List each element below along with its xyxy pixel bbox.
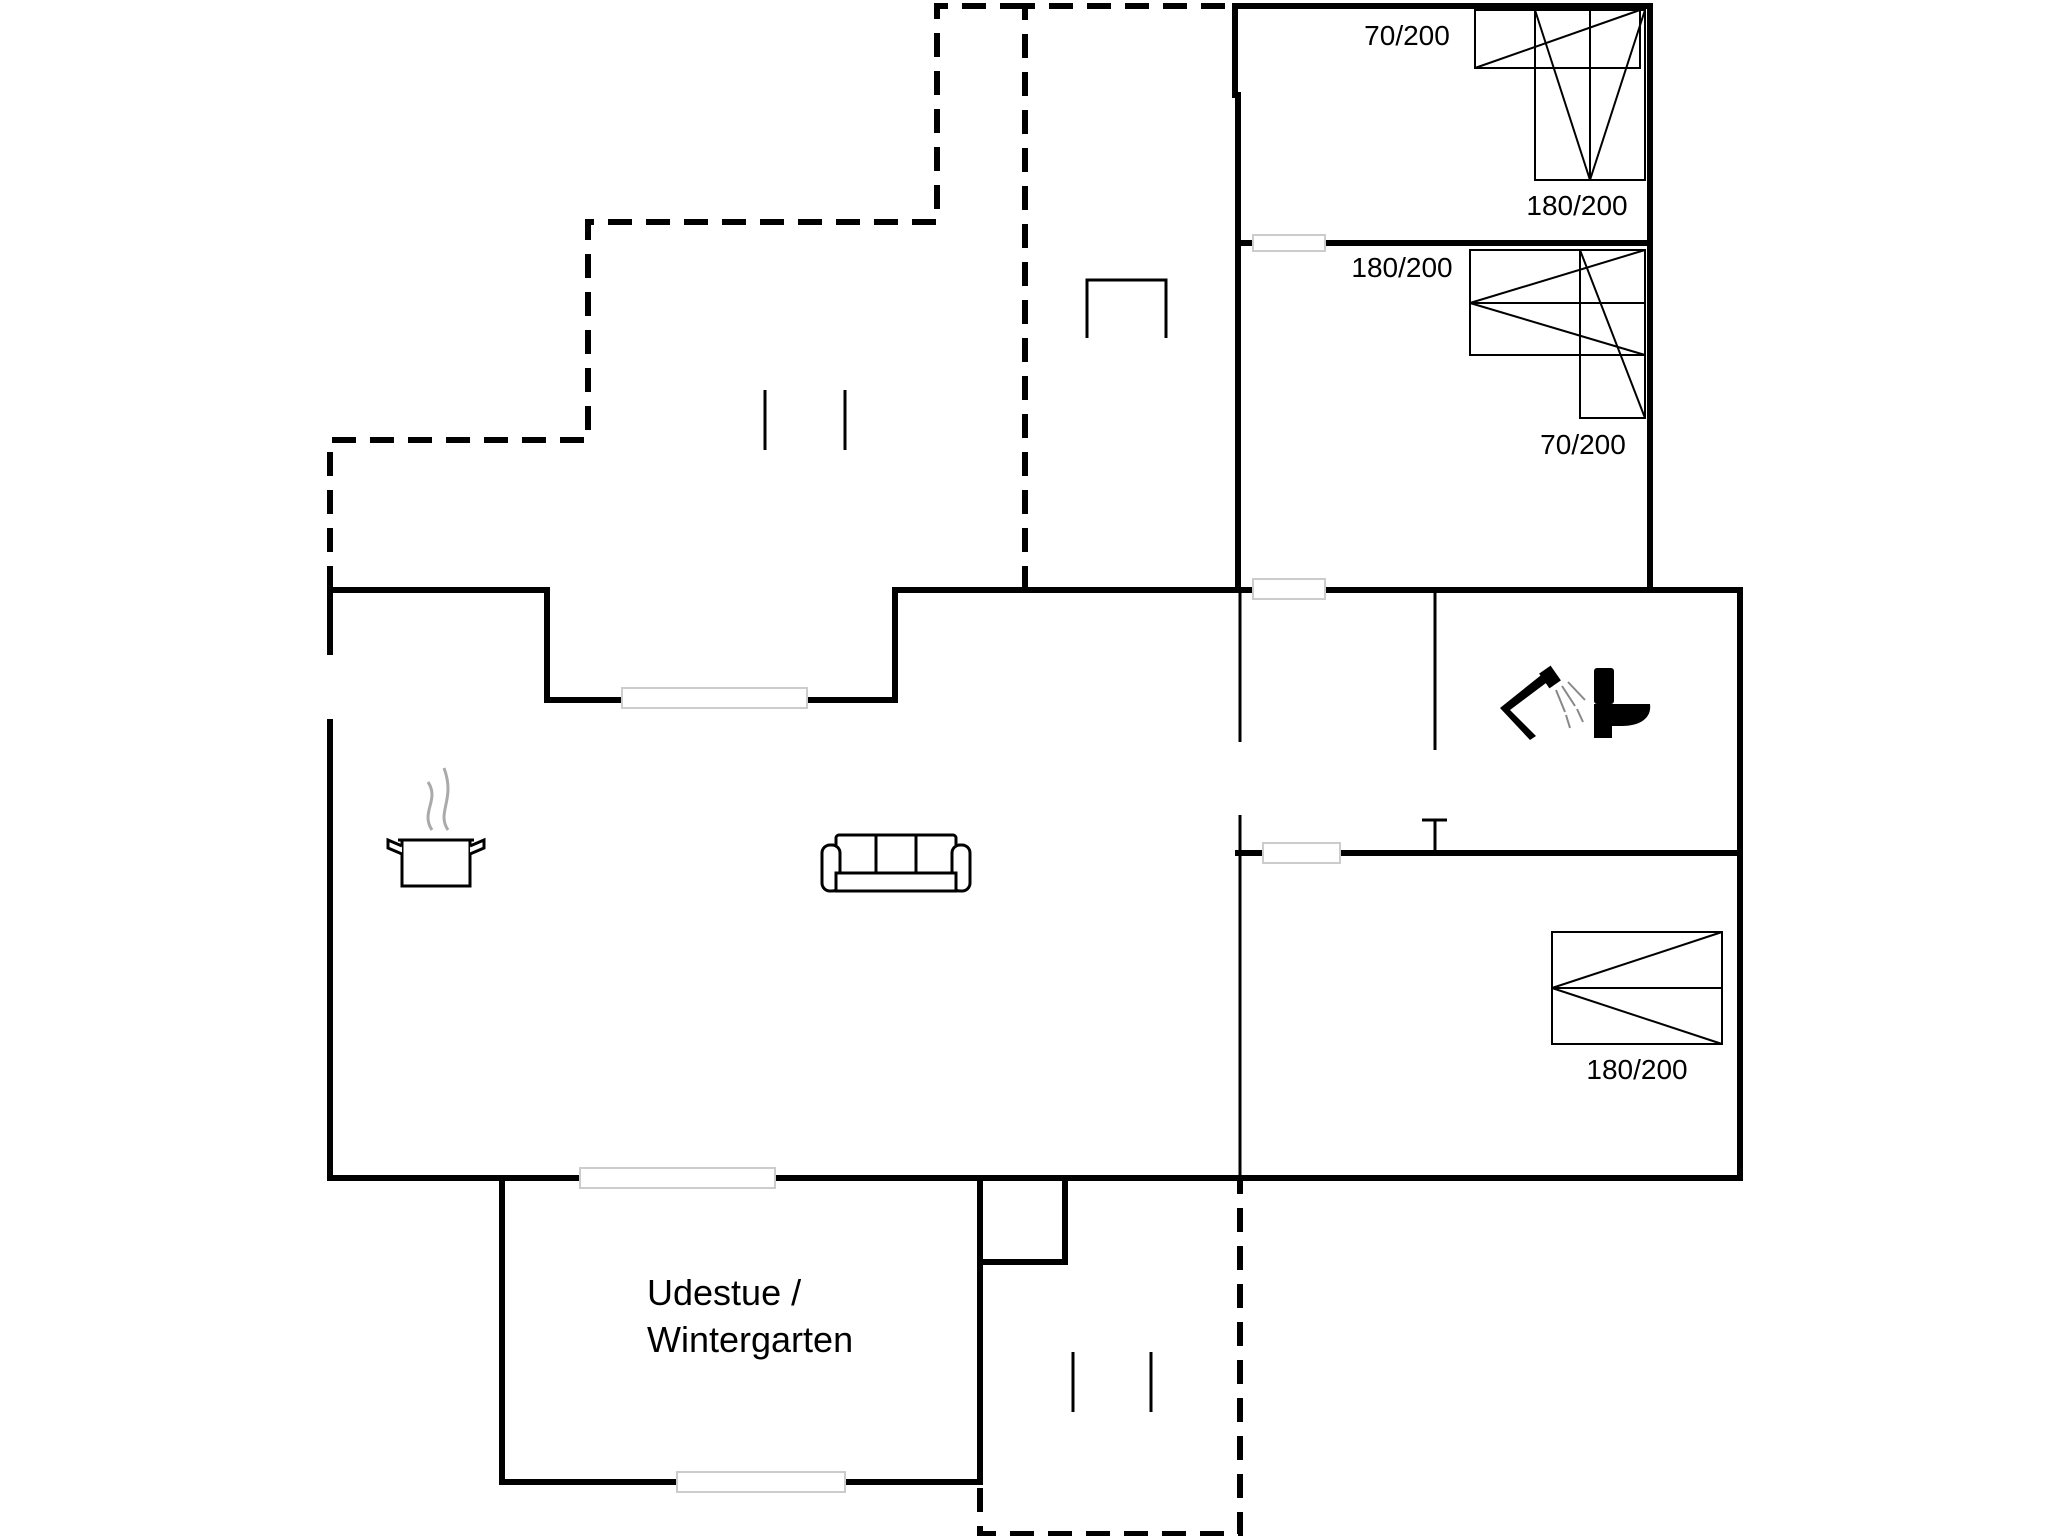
interior-walls bbox=[1235, 92, 1743, 1178]
conservatory-walls bbox=[499, 1175, 1068, 1485]
cooking-pot-icon bbox=[386, 767, 486, 888]
bed-double-1 bbox=[1534, 9, 1646, 181]
windows bbox=[579, 234, 1341, 1493]
bed-single-1 bbox=[1474, 9, 1641, 69]
bed-label-single-1: 70/200 bbox=[1364, 20, 1450, 51]
terrace-outline-north bbox=[327, 3, 1235, 590]
bed-label-double-1: 180/200 bbox=[1526, 190, 1627, 221]
terrace-fixtures bbox=[763, 278, 1168, 1412]
bed-double-3 bbox=[1551, 931, 1723, 1045]
terrace-outline-south bbox=[977, 1178, 1243, 1536]
bed-label-double-2: 180/200 bbox=[1351, 252, 1452, 283]
sofa-icon bbox=[820, 833, 972, 893]
bed-label-double-3: 180/200 bbox=[1586, 1054, 1687, 1085]
bed-label-single-2: 70/200 bbox=[1540, 429, 1626, 460]
toilet-icon bbox=[1594, 668, 1651, 738]
conservatory-label-line2: Wintergarten bbox=[647, 1319, 853, 1360]
bed-single-2 bbox=[1579, 249, 1646, 419]
bed-double-2 bbox=[1469, 249, 1646, 356]
conservatory-label-line1: Udestue / bbox=[647, 1272, 801, 1313]
shower-icon bbox=[1500, 665, 1586, 740]
